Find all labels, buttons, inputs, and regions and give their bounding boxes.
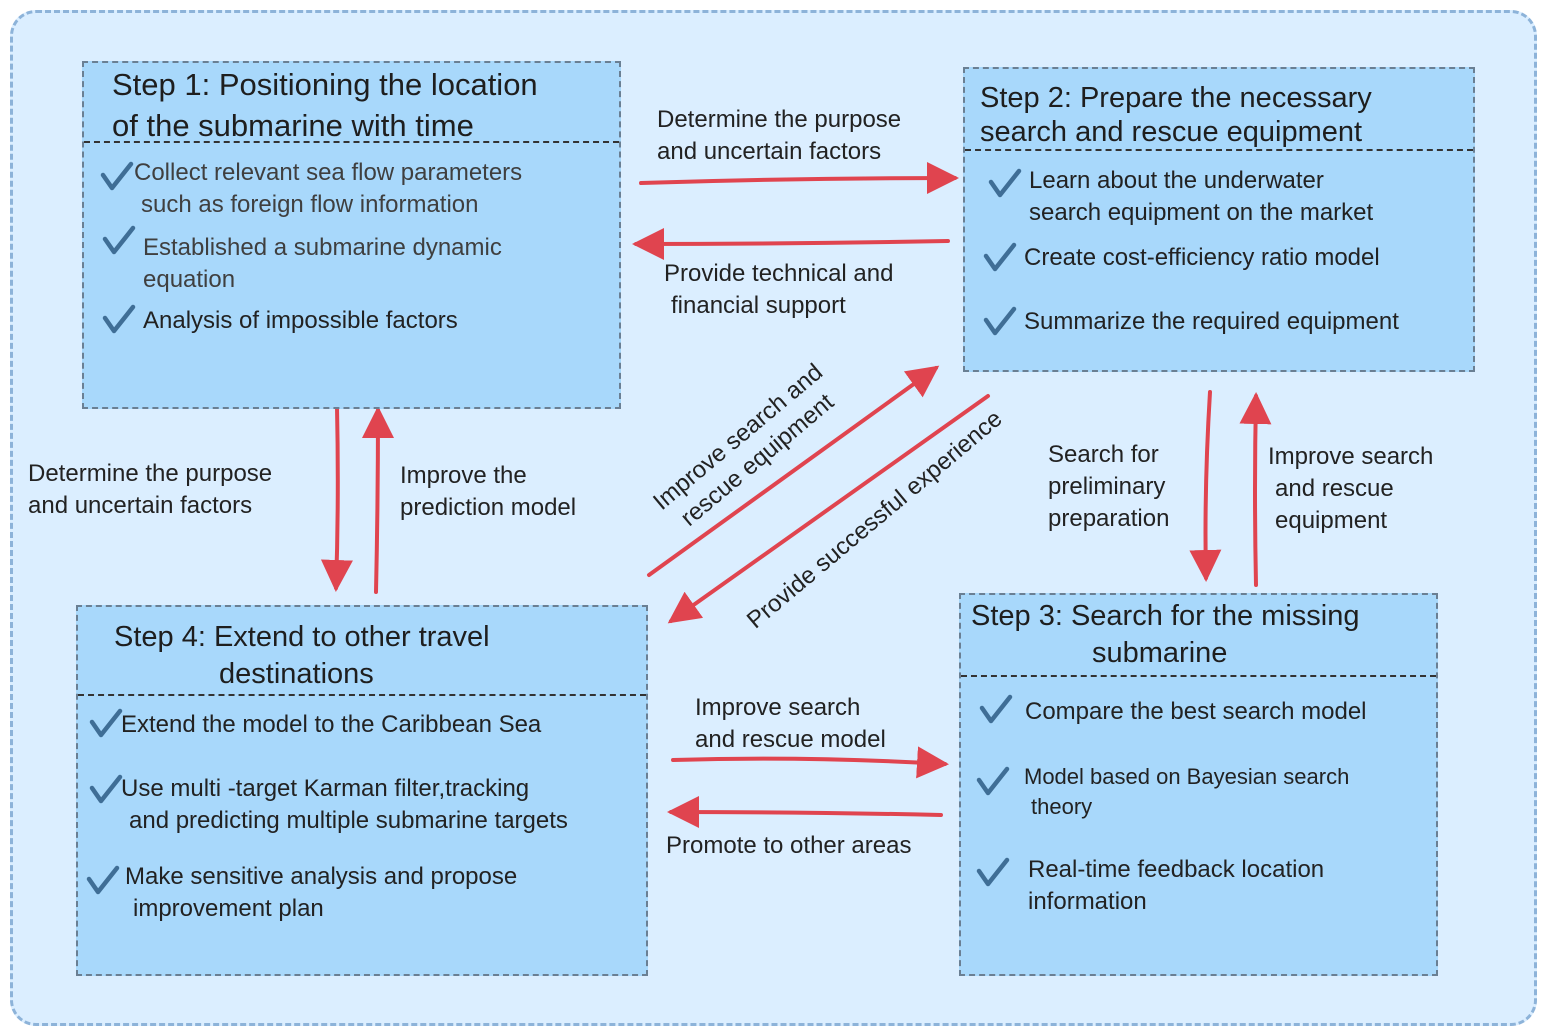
label-s3-to-s4: Promote to other areas — [666, 832, 912, 859]
step1-divider — [84, 141, 619, 143]
step3-item-3: Real-time feedback location information — [1028, 856, 1325, 915]
step3-title: Step 3: Search for the missing submarine — [971, 598, 1359, 672]
step2-box — [963, 67, 1475, 372]
step2-item-1: Learn about the underwater search equipm… — [1029, 167, 1374, 226]
check-icon — [976, 766, 1010, 796]
check-icon — [983, 242, 1017, 272]
step2-title-line2: search and rescue equipment — [980, 116, 1363, 148]
step4-title-line1: Step 4: Extend to other travel — [114, 621, 490, 653]
step1-box — [82, 61, 621, 409]
label-s2-to-s1: Provide technical and financial support — [664, 260, 894, 319]
label-s1-to-s4: Determine the purpose and uncertain fact… — [28, 460, 273, 519]
step4-item-1: Extend the model to the Caribbean Sea — [121, 711, 542, 738]
check-icon — [86, 865, 120, 895]
step4-divider — [78, 694, 646, 696]
label-s4-to-s1: Improve the prediction model — [400, 462, 577, 521]
check-icon — [102, 304, 136, 334]
step3-box — [959, 593, 1438, 976]
check-icon — [89, 708, 123, 738]
label-s2-to-s3: Search for preliminary preparation — [1048, 441, 1170, 532]
step2-item-3: Summarize the required equipment — [1024, 308, 1399, 335]
label-s4-to-s3: Improve search and rescue model — [695, 694, 886, 753]
step1-item-2: Established a submarine dynamic equation — [143, 234, 502, 293]
check-icon — [979, 694, 1013, 724]
step4-item-2: Use multi -target Karman filter,tracking… — [121, 775, 568, 834]
step1-title-line2: of the submarine with time — [112, 108, 474, 143]
arrow-s2-to-s1 — [632, 227, 950, 260]
label-s3-to-s2: Improve search and rescue equipment — [1268, 443, 1434, 534]
step3-divider — [961, 675, 1436, 677]
arrow-s3-to-s2 — [1239, 392, 1272, 587]
step1-item-1: Collect relevant sea flow parameters suc… — [134, 159, 523, 218]
step3-title-line2: submarine — [1092, 637, 1228, 669]
step3-item-1: Compare the best search model — [1025, 698, 1367, 725]
step2-item-2: Create cost-efficiency ratio model — [1024, 244, 1380, 271]
step4-title: Step 4: Extend to other travel destinati… — [114, 619, 490, 693]
step3-item-2: Model based on Bayesian search theory — [1024, 764, 1350, 819]
step2-title: Step 2: Prepare the necessary search and… — [980, 81, 1372, 149]
arrow-s4-to-s1 — [361, 406, 394, 594]
arrow-s2-to-s4 — [667, 394, 990, 624]
step2-divider — [965, 149, 1473, 151]
check-icon — [89, 774, 123, 804]
step3-title-line1: Step 3: Search for the missing — [971, 600, 1360, 632]
step2-title-line1: Step 2: Prepare the necessary — [980, 82, 1372, 114]
arrow-s4-to-s3 — [671, 746, 949, 779]
arrow-s1-to-s4 — [320, 405, 353, 592]
check-icon — [100, 161, 134, 191]
arrow-s4-to-s2 — [647, 365, 940, 577]
check-icon — [976, 857, 1010, 887]
arrow-s2-to-s3 — [1189, 390, 1222, 582]
check-icon — [988, 168, 1022, 198]
step1-item-3: Analysis of impossible factors — [143, 307, 458, 334]
step1-title-line1: Step 1: Positioning the location — [112, 67, 538, 102]
step1-title: Step 1: Positioning the location of the … — [112, 67, 538, 144]
step4-box — [76, 605, 648, 976]
check-icon — [102, 225, 136, 255]
label-s1-to-s2: Determine the purpose and uncertain fact… — [657, 106, 902, 165]
step4-title-line2: destinations — [219, 658, 374, 690]
check-icon — [983, 306, 1017, 336]
arrow-s3-to-s4 — [667, 796, 943, 829]
step4-item-3: Make sensitive analysis and propose impr… — [125, 863, 518, 922]
arrow-s1-to-s2 — [639, 162, 959, 195]
